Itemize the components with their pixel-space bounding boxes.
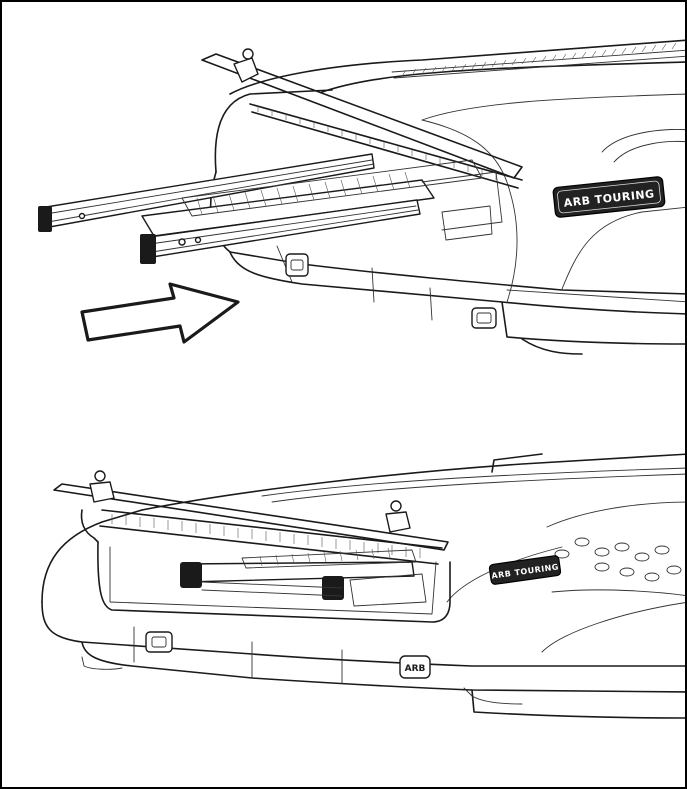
fascia-details-bottom: ARB — [133, 626, 431, 685]
lid-pattern-bottom — [554, 537, 682, 582]
lock-housing-top — [285, 253, 309, 277]
knob-screw-top — [242, 48, 254, 60]
hinge-knob-left-bottom — [89, 481, 115, 503]
retracted-rail-end-cap-left — [180, 562, 202, 588]
lock-housing-bottom — [145, 631, 173, 653]
brand-badge-bottom: ARB TOURING — [488, 555, 562, 585]
tray-slats — [196, 171, 411, 215]
fascia-details-top — [276, 245, 497, 329]
brand-badge-top: ARB TOURING — [552, 176, 666, 218]
top-ribs — [401, 42, 677, 77]
rear-opening-bottom — [97, 541, 451, 623]
hinge-knob-right-bottom — [385, 511, 411, 533]
push-in-arrow — [80, 282, 240, 344]
slide-rails-extended — [38, 153, 503, 264]
retracted-tray — [181, 561, 415, 583]
arb-logo-text-bottom: ARB — [405, 664, 426, 674]
roof-box-shell-bottom — [41, 453, 685, 719]
slide-rails-retracted — [180, 547, 427, 607]
top-panel-roof-box-rails-extended: ARB TOURING — [38, 39, 685, 355]
upper-rail-end-cap — [38, 206, 52, 232]
lower-rail-end-cap — [140, 234, 156, 264]
tailgate-hinge-bar-bottom — [53, 470, 449, 565]
hinge-knob-top — [233, 57, 259, 83]
bottom-panel-roof-box-rails-retracted: ARB TOURING ARB — [41, 453, 685, 719]
tailgate-hinge-bar-top — [201, 48, 523, 189]
arb-logo-plate-bottom — [399, 655, 431, 679]
latch-housing-top — [471, 307, 497, 329]
